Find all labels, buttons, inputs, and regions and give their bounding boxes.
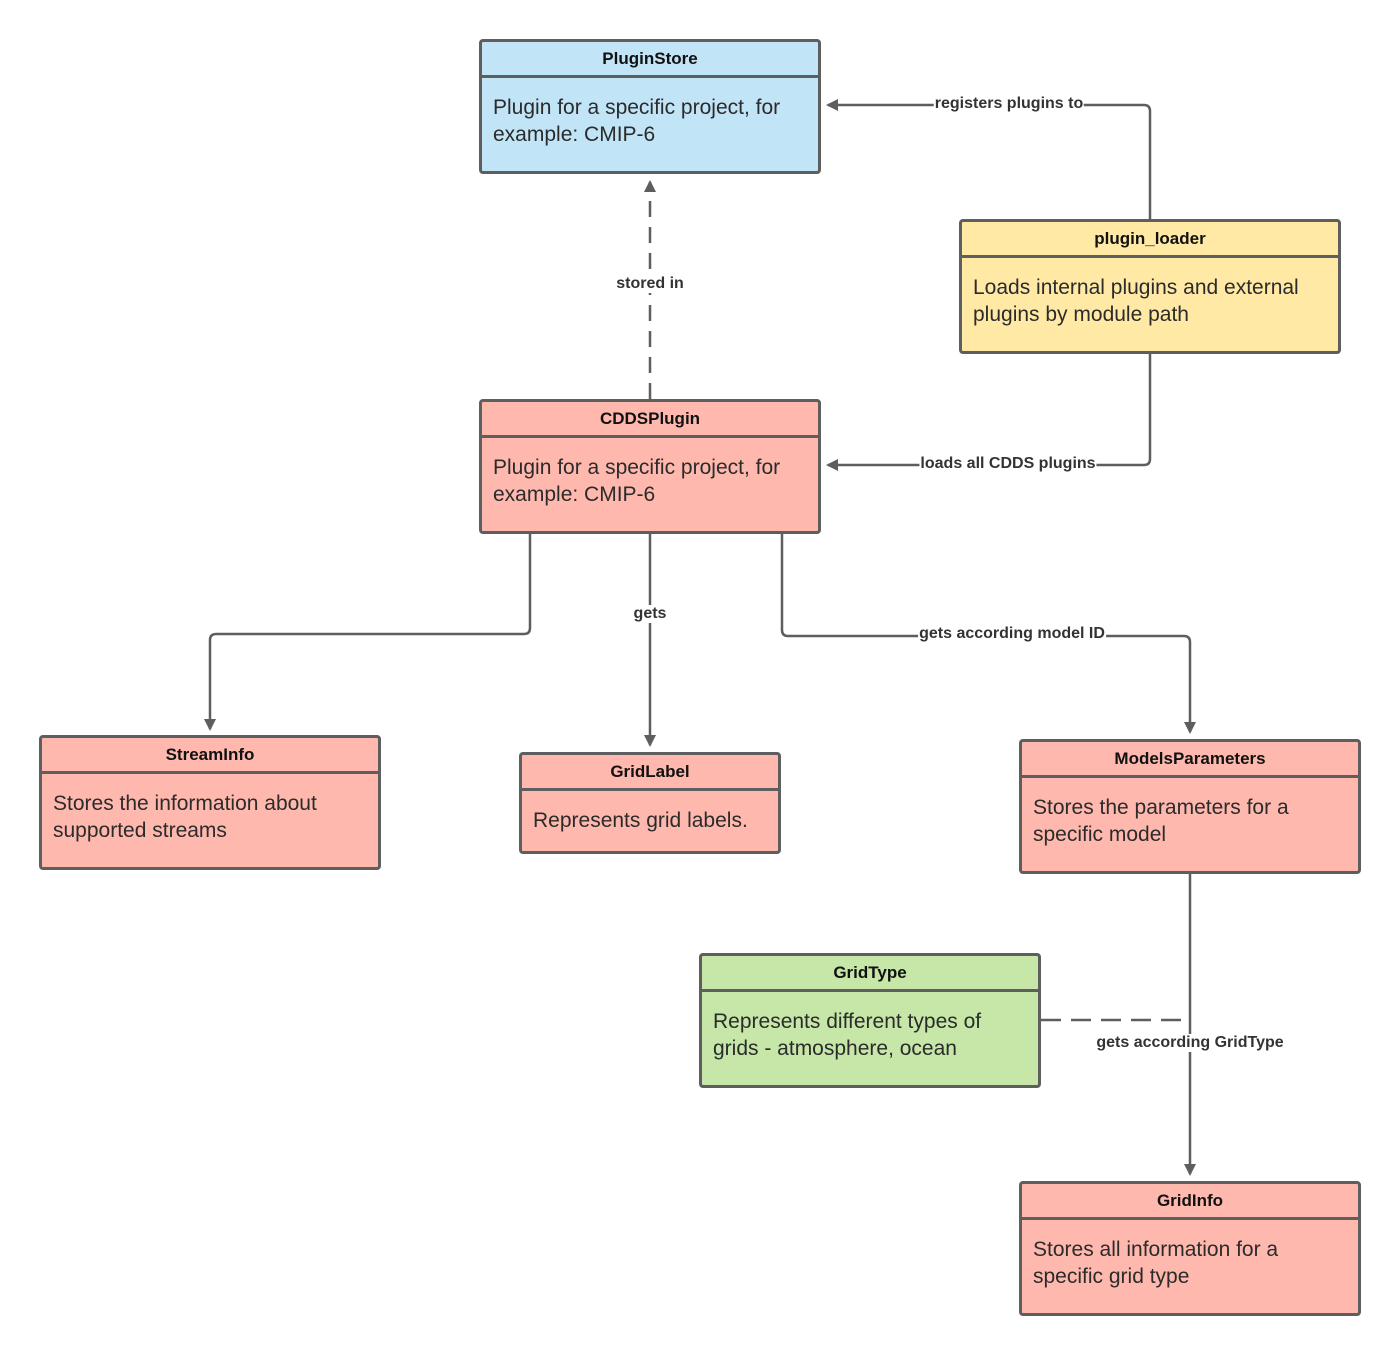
- node-stream-info: StreamInfo Stores the information about …: [39, 735, 381, 870]
- edge-label-gets: gets: [632, 605, 668, 623]
- node-title: plugin_loader: [962, 222, 1338, 258]
- node-description: Stores the information about supported s…: [53, 792, 317, 842]
- node-description: Stores all information for a specific gr…: [1033, 1238, 1279, 1288]
- node-title: GridType: [702, 956, 1038, 992]
- node-grid-info: GridInfo Stores all information for a sp…: [1019, 1181, 1361, 1316]
- edge-label-registers: registers plugins to: [933, 95, 1085, 113]
- node-grid-label: GridLabel Represents grid labels.: [519, 752, 781, 854]
- node-plugin-store: PluginStore Plugin for a specific projec…: [479, 39, 821, 174]
- edge-loads-plugins: [826, 354, 1152, 471]
- node-description: Represents different types of grids - at…: [713, 1010, 982, 1060]
- node-title: GridLabel: [522, 755, 778, 791]
- node-cdds-plugin: CDDSPlugin Plugin for a specific project…: [479, 399, 821, 534]
- edge-label-gets-model: gets according model ID: [918, 625, 1106, 643]
- node-description: Represents grid labels.: [533, 809, 748, 832]
- edge-label-loads: loads all CDDS plugins: [919, 455, 1097, 473]
- node-title: PluginStore: [482, 42, 818, 78]
- node-description: Stores the parameters for a specific mod…: [1033, 796, 1289, 846]
- edge-label-stored-in: stored in: [615, 275, 685, 293]
- edge-to-stream-info: [204, 534, 532, 731]
- edge-registers-plugins: [826, 99, 1152, 219]
- node-title: GridInfo: [1022, 1184, 1358, 1220]
- node-models-parameters: ModelsParameters Stores the parameters f…: [1019, 739, 1361, 874]
- node-title: CDDSPlugin: [482, 402, 818, 438]
- node-description: Plugin for a specific project, for examp…: [493, 456, 781, 506]
- edge-label-gets-gridtype: gets according GridType: [1095, 1034, 1285, 1052]
- node-title: ModelsParameters: [1022, 742, 1358, 778]
- node-description: Plugin for a specific project, for examp…: [493, 96, 781, 146]
- node-title: StreamInfo: [42, 738, 378, 774]
- node-plugin-loader: plugin_loader Loads internal plugins and…: [959, 219, 1341, 354]
- node-grid-type: GridType Represents different types of g…: [699, 953, 1041, 1088]
- node-description: Loads internal plugins and external plug…: [973, 276, 1299, 326]
